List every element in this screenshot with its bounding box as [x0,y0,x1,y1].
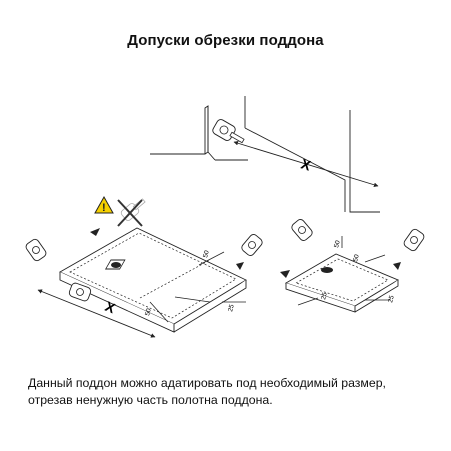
small-tray-25-mark-bottom: 25 [365,294,396,304]
saw-icon [212,119,245,144]
saw-icon [241,234,263,256]
caption-line-1: Данный поддон можно адатировать под необ… [28,376,386,390]
mark-50-c: 50 [333,239,342,248]
svg-text:!: ! [102,202,106,214]
mark-25-a: 25 [227,303,236,312]
drain-icon [321,267,333,273]
mark-25-c: 25 [387,294,396,303]
diagram-title: Допуски обрезки поддона [127,32,324,49]
mark-50-b: 50 [144,307,153,316]
small-tray-50-mark-right: 50 [352,253,386,263]
saw-icon [291,219,313,241]
mark-50-d: 50 [352,253,361,262]
wall-x-label: X [299,156,313,174]
arrow-icon [90,228,244,270]
small-tray [284,253,399,313]
tray-50-mark-bottom: 50 [144,301,169,323]
small-tray-50-mark-top: 50 [333,236,343,249]
tray-25-mark-bottom: 25 [174,296,246,313]
saw-icon [68,282,92,302]
mark-50-a: 50 [202,249,211,258]
prohibited-saw-icon [117,198,146,227]
large-tray [59,227,247,333]
warning-icon: ! [94,195,114,214]
drain-icon [104,259,126,270]
caption: Данный поддон можно адатировать под необ… [28,375,428,409]
tray-50-mark-right: 50 [198,249,225,266]
wall-x-dimension: X [233,141,379,187]
small-tray-25-mark-left: 25 [297,291,329,306]
saw-icon [25,238,47,262]
arrow-icon [280,262,401,278]
saw-icon [403,228,425,252]
mark-25-b: 25 [320,291,329,300]
wall-corner [150,96,380,213]
caption-line-2: отрезав ненужную часть полотна поддона. [28,393,273,407]
